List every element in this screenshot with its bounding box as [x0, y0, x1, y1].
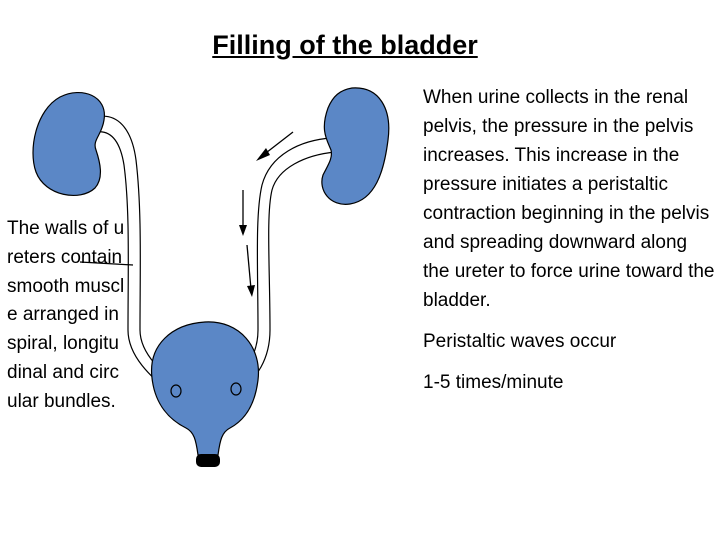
right-kidney — [321, 87, 390, 205]
flow-arrow-down-upper — [239, 190, 247, 236]
ureter-wall-note: The walls of ureters contain smooth musc… — [7, 218, 125, 412]
left-kidney — [32, 92, 105, 196]
slide-title: Filling of the bladder — [212, 30, 478, 60]
ureter-pointer-line — [79, 261, 134, 266]
urethra-opening — [196, 454, 220, 467]
description-panel: When urine collects in the renal pelvis,… — [423, 83, 715, 397]
waves-line-1: Peristaltic waves occur — [423, 331, 617, 352]
peristalsis-description: When urine collects in the renal pelvis,… — [423, 87, 715, 311]
flow-arrow-down-lower — [246, 244, 255, 297]
waves-line-2: 1-5 times/minute — [423, 372, 564, 393]
flow-arrow-diagonal — [256, 131, 294, 161]
bladder — [151, 321, 260, 456]
right-ureter-opening — [230, 382, 242, 396]
left-ureter-opening — [170, 384, 182, 398]
